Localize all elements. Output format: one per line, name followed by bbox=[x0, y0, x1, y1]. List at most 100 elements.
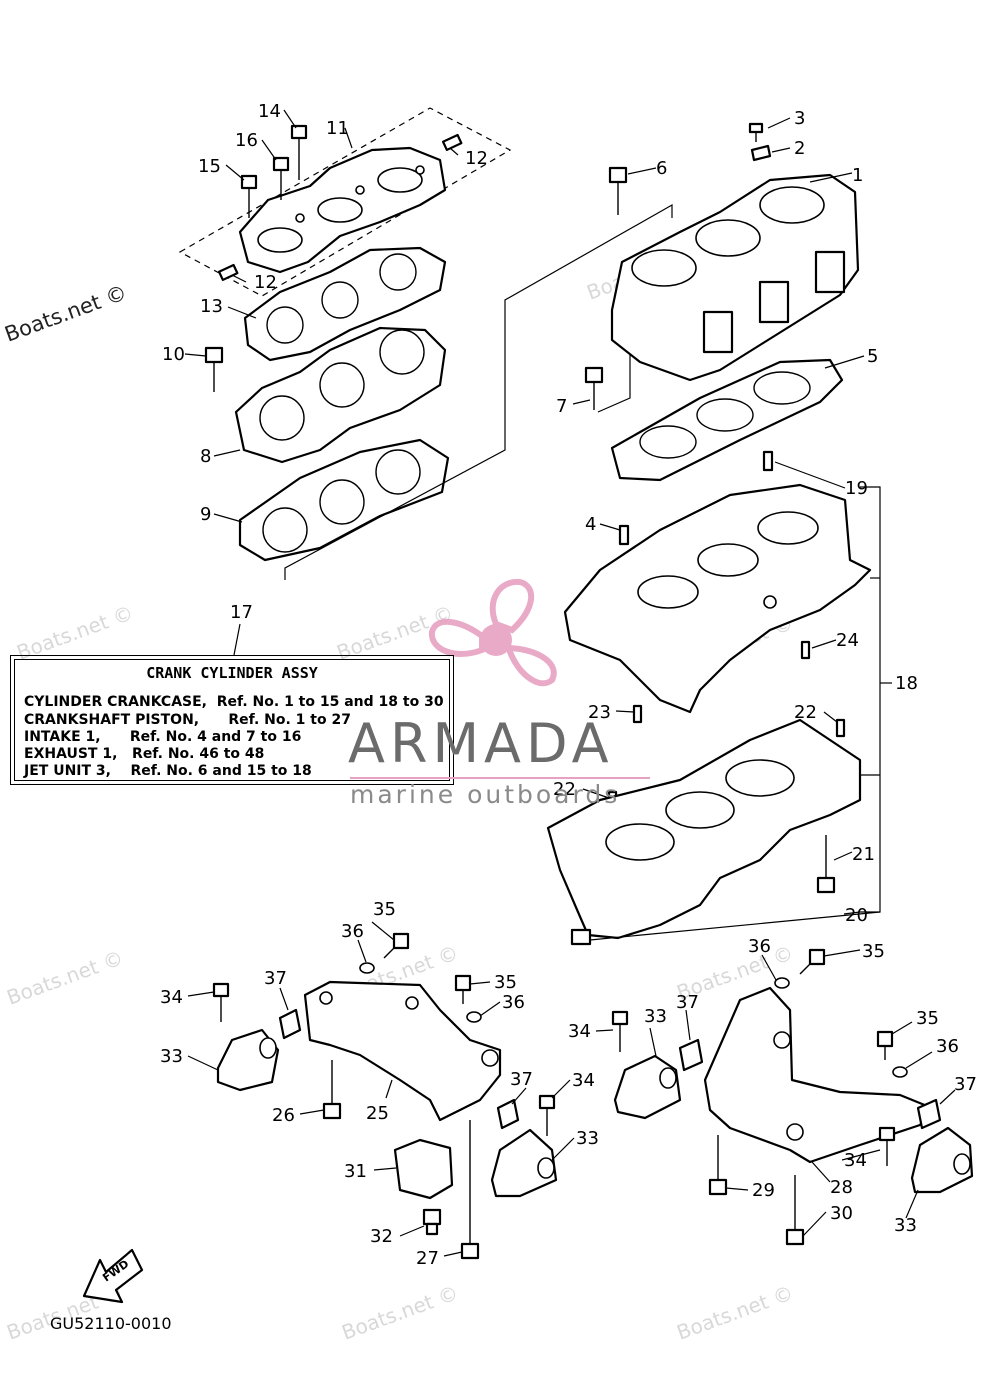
cover-bolt-hole bbox=[295, 213, 305, 223]
mount-hole bbox=[481, 1049, 499, 1067]
exhaust-port bbox=[702, 310, 734, 354]
part-number: 37 bbox=[676, 992, 699, 1013]
bolt bbox=[454, 974, 472, 1004]
part-number: 20 bbox=[845, 905, 868, 926]
part-number: 7 bbox=[556, 396, 567, 417]
part-number: 33 bbox=[160, 1046, 183, 1067]
part-number: 11 bbox=[326, 118, 349, 139]
cover-port bbox=[377, 167, 423, 193]
part-number: 35 bbox=[916, 1008, 939, 1029]
bolt bbox=[212, 982, 230, 1022]
mount-hole bbox=[773, 1031, 791, 1049]
part-number: 35 bbox=[494, 972, 517, 993]
part-number: 14 bbox=[258, 101, 281, 122]
gasket-ring bbox=[321, 281, 359, 319]
dowel-pin bbox=[618, 524, 630, 546]
shim bbox=[278, 1008, 302, 1040]
head-gasket bbox=[238, 438, 450, 562]
shim bbox=[916, 1098, 942, 1130]
dowel-pin bbox=[762, 450, 774, 472]
part-number: 12 bbox=[254, 272, 277, 293]
brand-watermark-name: ARMADA bbox=[348, 712, 614, 775]
propeller-logo-icon bbox=[428, 578, 557, 687]
crankcase-bearing-saddle bbox=[697, 543, 759, 577]
crankcase-bearing-saddle bbox=[637, 575, 699, 609]
head-gasket-bore bbox=[375, 449, 421, 495]
cylinder-block bbox=[610, 173, 860, 382]
bolt bbox=[799, 948, 826, 975]
part-number: 31 bbox=[344, 1161, 367, 1182]
mount-hole bbox=[405, 996, 419, 1010]
plug bbox=[441, 133, 463, 152]
part-number: 34 bbox=[160, 987, 183, 1008]
bolt bbox=[816, 835, 836, 894]
part-number: 36 bbox=[341, 921, 364, 942]
part-number: 22 bbox=[794, 702, 817, 723]
part-number: 23 bbox=[588, 702, 611, 723]
part-number: 15 bbox=[198, 156, 221, 177]
washer bbox=[892, 1066, 908, 1078]
part-number: 24 bbox=[836, 630, 859, 651]
part-number: 9 bbox=[200, 504, 211, 525]
assembly-ref-row: CYLINDER CRANKCASE, Ref. No. 1 to 15 and… bbox=[24, 694, 444, 710]
cylinder-bore bbox=[695, 219, 761, 257]
assembly-ref-row: EXHAUST 1, Ref. No. 46 to 48 bbox=[24, 746, 265, 762]
head-dome bbox=[319, 362, 365, 408]
assembly-ref-row: CRANKSHAFT PISTON, Ref. No. 1 to 27 bbox=[24, 712, 351, 728]
damper-block bbox=[393, 1138, 454, 1200]
crankcase-bushing bbox=[570, 928, 592, 946]
part-number-labels: 1 2 3 4 5 6 7 8 9 10 11 12 12 13 14 15 1… bbox=[160, 101, 977, 1269]
rubber-mount bbox=[490, 1128, 558, 1198]
bolt bbox=[538, 1094, 556, 1136]
watermark-text: Boats.net © bbox=[339, 1280, 462, 1344]
part-number: 12 bbox=[465, 148, 488, 169]
part-number: 22 bbox=[553, 779, 576, 800]
dowel-pin bbox=[800, 640, 811, 660]
group-bracket bbox=[284, 203, 673, 580]
bolt bbox=[422, 1208, 442, 1236]
base-gasket-bore bbox=[696, 398, 754, 432]
dowel-pin bbox=[835, 718, 846, 738]
bolt bbox=[785, 1175, 805, 1246]
leader-lines bbox=[184, 109, 956, 1257]
cylinder-base-gasket bbox=[610, 358, 844, 482]
part-number: 5 bbox=[867, 346, 878, 367]
part-number: 36 bbox=[502, 992, 525, 1013]
brand-watermark-rule bbox=[350, 777, 650, 779]
part-number: 36 bbox=[748, 936, 771, 957]
shim bbox=[496, 1098, 520, 1130]
mount-hole bbox=[786, 1123, 804, 1141]
part-number: 16 bbox=[235, 130, 258, 151]
crankcase-bearing-saddle bbox=[665, 791, 735, 829]
bolt bbox=[608, 166, 628, 215]
group-bracket bbox=[860, 486, 881, 913]
shim bbox=[678, 1038, 704, 1072]
part-number: 4 bbox=[585, 514, 596, 535]
part-number: 33 bbox=[576, 1128, 599, 1149]
part-number: 21 bbox=[852, 844, 875, 865]
part-number: 37 bbox=[510, 1069, 533, 1090]
group-bracket bbox=[597, 345, 631, 413]
part-number: 18 bbox=[895, 673, 918, 694]
part-number: 29 bbox=[752, 1180, 775, 1201]
cover-gasket bbox=[243, 246, 447, 362]
dowel-pin bbox=[632, 704, 643, 724]
base-gasket-bore bbox=[753, 371, 811, 405]
group-bracket bbox=[589, 911, 881, 941]
bolt bbox=[322, 1060, 342, 1120]
bolt bbox=[876, 1030, 894, 1060]
part-number: 17 bbox=[230, 602, 253, 623]
part-number: 35 bbox=[373, 899, 396, 920]
cover-port bbox=[317, 197, 363, 223]
part-number: 32 bbox=[370, 1226, 393, 1247]
part-number: 34 bbox=[844, 1150, 867, 1171]
rubber-mount bbox=[613, 1054, 682, 1120]
bolt bbox=[290, 124, 308, 180]
part-number: 34 bbox=[572, 1070, 595, 1091]
crankcase-bearing-saddle bbox=[605, 823, 675, 861]
head-gasket-bore bbox=[319, 479, 365, 525]
washer bbox=[359, 962, 375, 974]
mount-hole bbox=[319, 991, 333, 1005]
base-gasket-bore bbox=[639, 425, 697, 459]
